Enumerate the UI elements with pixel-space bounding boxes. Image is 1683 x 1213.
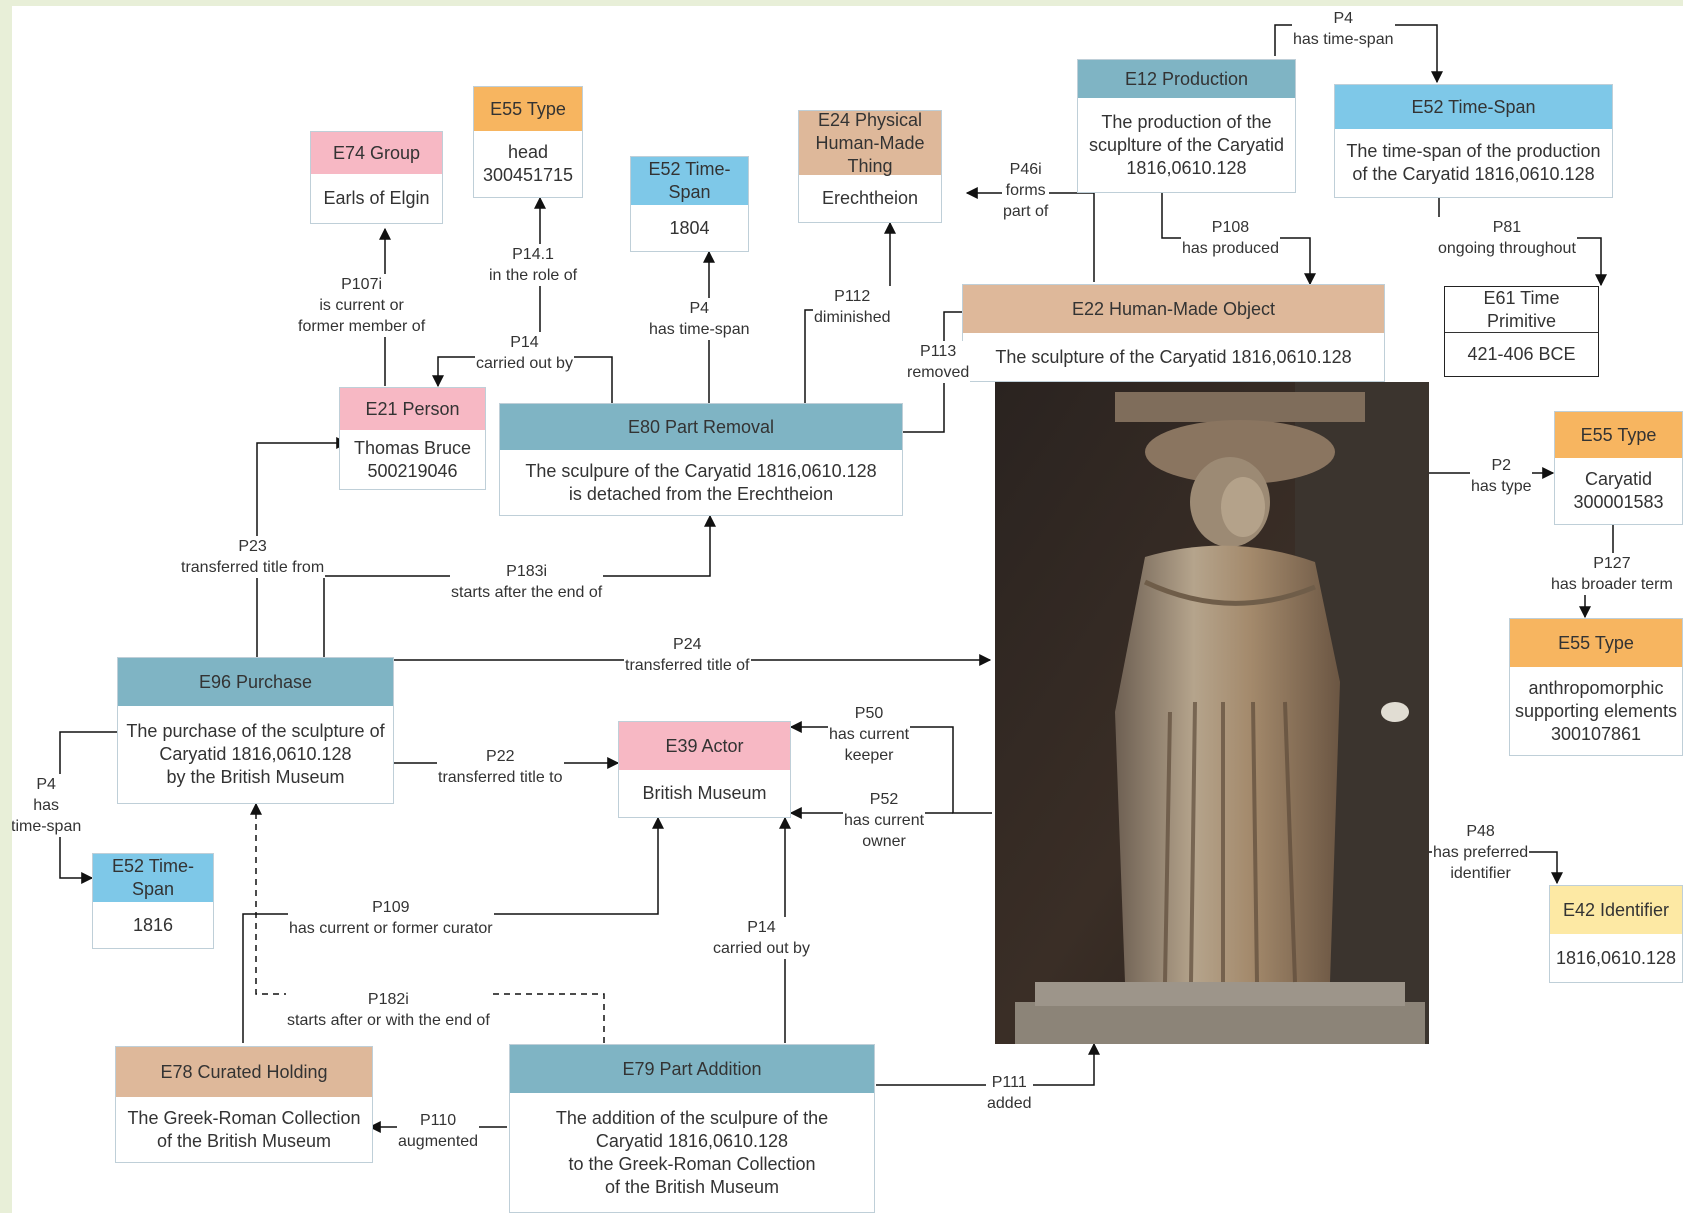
node-e55-type-head[interactable]: E55 Type head 300451715 bbox=[473, 86, 583, 198]
node-title: E55 Type bbox=[1510, 619, 1682, 667]
node-title: E55 Type bbox=[1555, 412, 1682, 458]
node-body: The Greek-Roman Collection of the Britis… bbox=[127, 1107, 361, 1151]
node-body: Caryatid 300001583 bbox=[1573, 469, 1664, 512]
node-body: Earls of Elgin bbox=[323, 188, 430, 208]
node-e61-time-primitive[interactable]: E61 Time Primitive 421-406 BCE bbox=[1444, 286, 1599, 377]
node-body: The sculpure of the Caryatid 1816,0610.1… bbox=[525, 460, 877, 504]
node-body: Erechtheion bbox=[821, 188, 919, 208]
node-title: E74 Group bbox=[311, 132, 442, 174]
node-title: E79 Part Addition bbox=[510, 1045, 874, 1093]
node-title: E21 Person bbox=[340, 388, 485, 430]
node-body: anthropomorphic supporting elements 3001… bbox=[1514, 677, 1678, 744]
node-e55-type-anthropomorphic[interactable]: E55 Type anthropomorphic supporting elem… bbox=[1509, 618, 1683, 756]
edge-label-p48: P48 has preferred identifier bbox=[1432, 821, 1530, 884]
node-e96-purchase[interactable]: E96 Purchase The purchase of the sculptu… bbox=[117, 657, 394, 804]
node-body: Thomas Bruce 500219046 bbox=[353, 437, 472, 481]
node-title: E61 Time Primitive bbox=[1445, 287, 1598, 333]
node-body: British Museum bbox=[642, 783, 767, 803]
edge-label-p14-removal: P14 carried out by bbox=[475, 332, 574, 374]
node-title: E52 Time- Span bbox=[93, 854, 213, 902]
edge-p111 bbox=[876, 1042, 1100, 1086]
edge-label-p14-addition: P14 carried out by bbox=[712, 917, 811, 959]
node-e22-human-made-object[interactable]: E22 Human-Made Object The sculpture of t… bbox=[962, 284, 1385, 382]
node-body: The addition of the sculpure of the Cary… bbox=[555, 1107, 829, 1197]
edge-label-p4-production: P4 has time-span bbox=[1292, 8, 1395, 50]
edge-label-p81: P81 ongoing throughout bbox=[1437, 217, 1577, 259]
node-title: E24 Physical Human-Made Thing bbox=[799, 110, 941, 176]
node-e52-time-span-1816[interactable]: E52 Time- Span 1816 bbox=[92, 853, 214, 949]
diagram-canvas: E74 Group Earls of Elgin E55 Type head 3… bbox=[12, 6, 1683, 1213]
node-body: The time-span of the production of the C… bbox=[1346, 141, 1601, 184]
node-e74-group[interactable]: E74 Group Earls of Elgin bbox=[310, 131, 443, 224]
node-e52-time-span-1804[interactable]: E52 Time- Span 1804 bbox=[630, 156, 749, 252]
node-e52-time-span-production[interactable]: E52 Time-Span The time-span of the produ… bbox=[1334, 84, 1613, 198]
edge-p23 bbox=[256, 437, 349, 657]
node-e39-actor[interactable]: E39 Actor British Museum bbox=[618, 721, 791, 818]
node-body: The production of the scuplture of the C… bbox=[1088, 111, 1285, 178]
edge-label-p50: P50 has current keeper bbox=[828, 703, 911, 766]
node-e80-part-removal[interactable]: E80 Part Removal The sculpure of the Car… bbox=[499, 403, 903, 516]
edge-label-p107i: P107i is current or former member of bbox=[297, 274, 427, 337]
node-e24-physical-thing[interactable]: E24 Physical Human-Made Thing Erechtheio… bbox=[798, 110, 942, 223]
node-e55-type-caryatid[interactable]: E55 Type Caryatid 300001583 bbox=[1554, 411, 1683, 525]
node-body: 1816 bbox=[132, 914, 174, 935]
edge-label-p127: P127 has broader term bbox=[1550, 553, 1674, 595]
edge-label-p108: P108 has produced bbox=[1181, 217, 1280, 259]
node-body: The purchase of the sculpture of Caryati… bbox=[126, 721, 385, 787]
node-title: E42 Identifier bbox=[1550, 886, 1682, 934]
node-title: E80 Part Removal bbox=[500, 404, 902, 450]
node-title: E22 Human-Made Object bbox=[963, 285, 1384, 333]
edge-label-p4-1804: P4 has time-span bbox=[648, 298, 751, 340]
edge-label-p14-1: P14.1 in the role of bbox=[488, 244, 579, 286]
node-body: 1816,0610.128 bbox=[1555, 947, 1677, 968]
edge-label-p4-1816: P4 has time-span bbox=[12, 774, 83, 837]
node-e12-production[interactable]: E12 Production The production of the scu… bbox=[1077, 59, 1296, 193]
node-e21-person[interactable]: E21 Person Thomas Bruce 500219046 bbox=[339, 387, 486, 490]
edge-label-p182i: P182i starts after or with the end of bbox=[286, 989, 491, 1031]
edge-label-p23: P23 transferred title from bbox=[180, 536, 326, 578]
node-title: E96 Purchase bbox=[118, 658, 393, 706]
edge-label-p52: P52 has current owner bbox=[843, 789, 926, 852]
node-title: E52 Time- Span bbox=[631, 157, 748, 205]
node-body: 421-406 BCE bbox=[1467, 344, 1576, 364]
node-title: E39 Actor bbox=[619, 722, 790, 770]
edge-label-p24: P24 transferred title of bbox=[624, 634, 751, 676]
node-title: E52 Time-Span bbox=[1335, 85, 1612, 129]
node-e78-curated-holding[interactable]: E78 Curated Holding The Greek-Roman Coll… bbox=[115, 1046, 373, 1163]
caryatid-statue-image bbox=[995, 382, 1429, 1044]
edge-label-p109: P109 has current or former curator bbox=[288, 897, 494, 939]
edge-label-p113: P113 removed bbox=[906, 341, 971, 383]
node-title: E78 Curated Holding bbox=[116, 1047, 372, 1097]
edge-label-p112: P112 diminished bbox=[813, 286, 892, 328]
node-body: head 300451715 bbox=[482, 142, 574, 185]
node-title: E55 Type bbox=[474, 87, 582, 131]
edge-label-p22: P22 transferred title to bbox=[437, 746, 564, 788]
node-title: E12 Production bbox=[1078, 60, 1295, 98]
edge-label-p111: P111 added bbox=[986, 1072, 1033, 1114]
node-body: 1804 bbox=[669, 217, 710, 238]
node-e42-identifier[interactable]: E42 Identifier 1816,0610.128 bbox=[1549, 885, 1683, 983]
node-e79-part-addition[interactable]: E79 Part Addition The addition of the sc… bbox=[509, 1044, 875, 1213]
node-body: The sculpture of the Caryatid 1816,0610.… bbox=[995, 346, 1352, 367]
edge-label-p46i: P46i forms part of bbox=[1002, 159, 1050, 222]
edge-label-p183i: P183i starts after the end of bbox=[450, 561, 604, 603]
edge-label-p2: P2 has type bbox=[1470, 455, 1533, 497]
edge-label-p110: P110 augmented bbox=[397, 1110, 480, 1152]
